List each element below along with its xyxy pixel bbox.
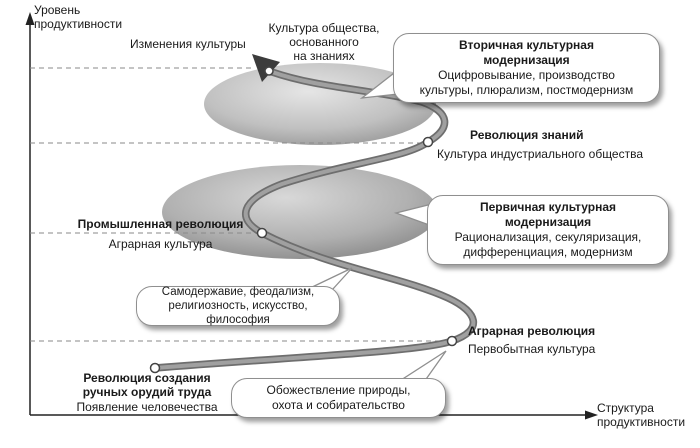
agrarian-revolution-title: Аграрная революция — [468, 324, 596, 338]
agrarian-revolution-node — [446, 335, 458, 347]
primitive-callout-body: Обожествление природы, охота и собирател… — [266, 383, 411, 412]
x-axis-arrow-icon — [585, 410, 598, 420]
secondary-modernization-ellipse — [204, 63, 436, 145]
industrial-revolution-node — [256, 227, 268, 239]
primary-modernization-ellipse — [162, 165, 438, 259]
feudal-callout-body: Самодержавие, феодализм, религиозность, … — [161, 286, 315, 326]
primitive-era-callout: Обожествление природы, охота и собирател… — [231, 378, 446, 418]
secondary-modernization-callout: Вторичная культурная модернизация Оцифро… — [393, 33, 660, 103]
y-axis-arrow-icon — [25, 12, 35, 25]
secondary-callout-body: Оцифровывание, производство культуры, пл… — [419, 68, 634, 97]
milestone-nodes — [149, 66, 458, 374]
primary-callout-body: Рационализация, секуляризация, дифференц… — [454, 230, 642, 259]
agrarian-revolution-subtitle: Первобытная культура — [468, 342, 596, 356]
primary-modernization-callout: Первичная культурная модернизация Рацион… — [427, 195, 669, 265]
knowledge-revolution-node — [422, 136, 434, 148]
tools-revolution-subtitle: Появление человечества — [76, 400, 218, 414]
industrial-revolution-title: Промышленная революция — [77, 217, 244, 231]
y-axis-label: Уровень продуктивности — [34, 3, 123, 31]
culture-change-node — [264, 66, 274, 76]
development-curve — [153, 70, 476, 370]
tools-revolution-node — [149, 362, 161, 374]
knowledge-revolution-title: Революция знаний — [470, 128, 584, 142]
industrial-revolution-subtitle: Аграрная культура — [108, 237, 213, 251]
primary-callout-title: Первичная культурная модернизация — [479, 200, 617, 229]
culture-change-label: Изменения культуры — [130, 37, 246, 51]
x-axis-label: Структура продуктивности — [597, 401, 686, 429]
secondary-callout-title: Вторичная культурная модернизация — [459, 38, 594, 67]
knowledge-society-label: Культура общества, основанного на знания… — [268, 21, 380, 63]
knowledge-revolution-subtitle: Культура индустриального общества — [437, 147, 644, 161]
tools-revolution-title: Революция создания ручных орудий труда — [82, 371, 212, 399]
dashed-level-lines — [30, 67, 444, 342]
feudal-era-callout: Самодержавие, феодализм, религиозность, … — [136, 286, 340, 326]
